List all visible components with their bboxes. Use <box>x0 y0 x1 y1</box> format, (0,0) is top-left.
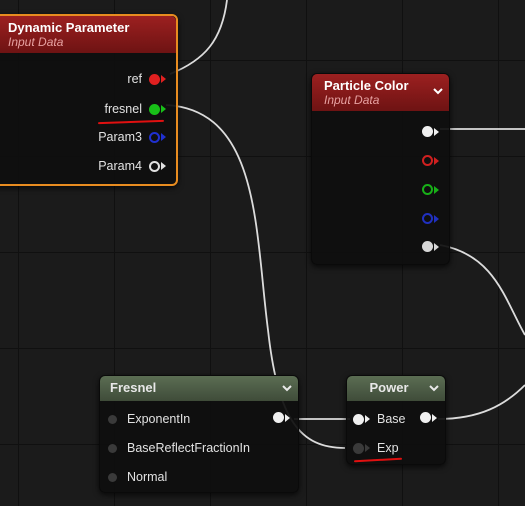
pin-arrow-icon <box>434 214 439 223</box>
pin-arrow-icon <box>161 105 166 113</box>
pin-dot[interactable] <box>422 155 433 166</box>
chevron-down-icon[interactable] <box>282 383 292 393</box>
pin-dot[interactable] <box>353 413 364 425</box>
node-subtitle: Input Data <box>324 93 380 107</box>
output-pin-r[interactable] <box>422 155 439 166</box>
input-pin-basereflectfractionin[interactable]: BaseReflectFractionIn <box>108 441 250 455</box>
power-header[interactable]: Power <box>347 376 445 401</box>
input-pin-normal[interactable]: Normal <box>108 470 167 484</box>
pin-arrow-icon <box>434 185 439 194</box>
pin-arrow-icon <box>432 413 437 422</box>
node-subtitle: Input Data <box>8 35 64 49</box>
output-pin-fresnel-result[interactable] <box>273 412 290 423</box>
pin-arrow-icon <box>161 162 166 170</box>
pin-label: ref <box>127 72 142 86</box>
input-pin-exp[interactable]: Exp <box>353 441 399 455</box>
chevron-down-icon[interactable] <box>429 383 439 393</box>
pin-dot[interactable] <box>108 414 117 424</box>
power-node[interactable]: Power Base Exp <box>346 375 446 465</box>
pin-arrow-icon <box>365 444 370 452</box>
wire-particle-alpha-out <box>439 244 525 336</box>
chevron-down-icon[interactable] <box>433 86 443 96</box>
wire-top <box>169 0 228 75</box>
node-title: Dynamic Parameter <box>8 20 130 35</box>
output-pin-g[interactable] <box>422 184 439 195</box>
pin-arrow-icon <box>161 133 166 141</box>
dynamic-parameter-node[interactable]: Dynamic Parameter Input Data ref fresnel… <box>0 14 178 186</box>
pin-dot[interactable] <box>149 73 160 85</box>
particle-color-node[interactable]: Particle Color Input Data <box>311 73 450 265</box>
particle-color-header[interactable]: Particle Color Input Data <box>312 74 449 111</box>
pin-label: BaseReflectFractionIn <box>127 441 250 455</box>
output-pin-b[interactable] <box>422 213 439 224</box>
output-pin-a[interactable] <box>422 241 439 252</box>
dynamic-parameter-header[interactable]: Dynamic Parameter Input Data <box>0 16 176 53</box>
pin-dot[interactable] <box>420 412 431 423</box>
pin-dot[interactable] <box>273 412 284 423</box>
pin-dot[interactable] <box>149 160 160 172</box>
output-pin-ref[interactable]: ref <box>127 72 166 86</box>
pin-label: fresnel <box>104 102 142 116</box>
pin-dot[interactable] <box>149 103 160 115</box>
pin-label: Normal <box>127 470 168 484</box>
pin-dot[interactable] <box>422 184 433 195</box>
node-title: Particle Color <box>324 78 409 93</box>
pin-arrow-icon <box>434 242 439 251</box>
output-pin-param4[interactable]: Param4 <box>98 159 166 173</box>
output-pin-power-result[interactable] <box>420 412 437 423</box>
output-pin-param3[interactable]: Param3 <box>98 130 166 144</box>
pin-dot[interactable] <box>108 472 117 482</box>
pin-label: ExponentIn <box>127 412 191 426</box>
node-title: Power <box>369 380 409 395</box>
pin-dot[interactable] <box>108 443 117 453</box>
pin-dot[interactable] <box>422 126 433 137</box>
pin-dot[interactable] <box>149 131 160 143</box>
fresnel-header[interactable]: Fresnel <box>100 376 298 401</box>
pin-arrow-icon <box>365 415 370 423</box>
pin-label: Param4 <box>98 159 142 173</box>
wire-power-out <box>437 384 525 420</box>
pin-label: Param3 <box>98 130 142 144</box>
pin-arrow-icon <box>285 413 290 422</box>
pin-arrow-icon <box>434 156 439 165</box>
output-pin-fresnel[interactable]: fresnel <box>104 102 166 116</box>
input-pin-exponentin[interactable]: ExponentIn <box>108 412 190 426</box>
node-title: Fresnel <box>110 380 157 395</box>
pin-dot[interactable] <box>422 241 433 252</box>
pin-label: Base <box>377 412 406 426</box>
output-pin-rgb[interactable] <box>422 126 439 137</box>
pin-arrow-icon <box>434 127 439 136</box>
pin-arrow-icon <box>161 75 166 83</box>
pin-dot[interactable] <box>422 213 433 224</box>
pin-label: Exp <box>377 441 399 455</box>
fresnel-node[interactable]: Fresnel ExponentIn BaseReflectFractionIn… <box>99 375 299 493</box>
pin-dot[interactable] <box>353 442 364 454</box>
input-pin-base[interactable]: Base <box>353 412 406 426</box>
